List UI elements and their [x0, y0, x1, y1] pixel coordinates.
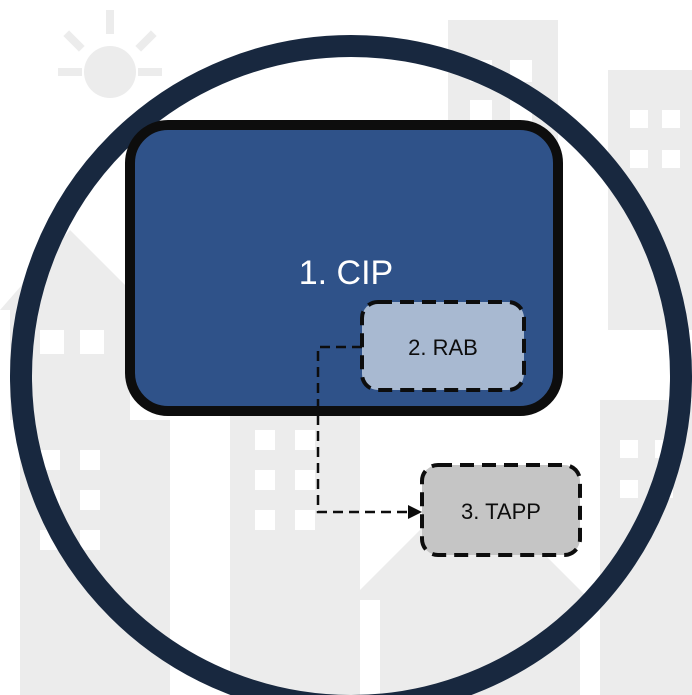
edge-rab-to-tapp [316, 345, 422, 519]
node-tapp-label: 3. TAPP [461, 499, 541, 524]
node-cip-label: 1. CIP [299, 254, 393, 292]
edge-rab-tapp-line [316, 345, 410, 514]
node-tapp-box [420, 463, 582, 557]
node-rab: 2. RAB [360, 300, 526, 392]
node-tapp: 3. TAPP [420, 463, 582, 557]
sun-icon [58, 10, 162, 98]
node-rab-label: 2. RAB [408, 335, 478, 360]
outer-ring [10, 35, 692, 695]
edge-rab-tapp-arrowhead [408, 505, 422, 519]
